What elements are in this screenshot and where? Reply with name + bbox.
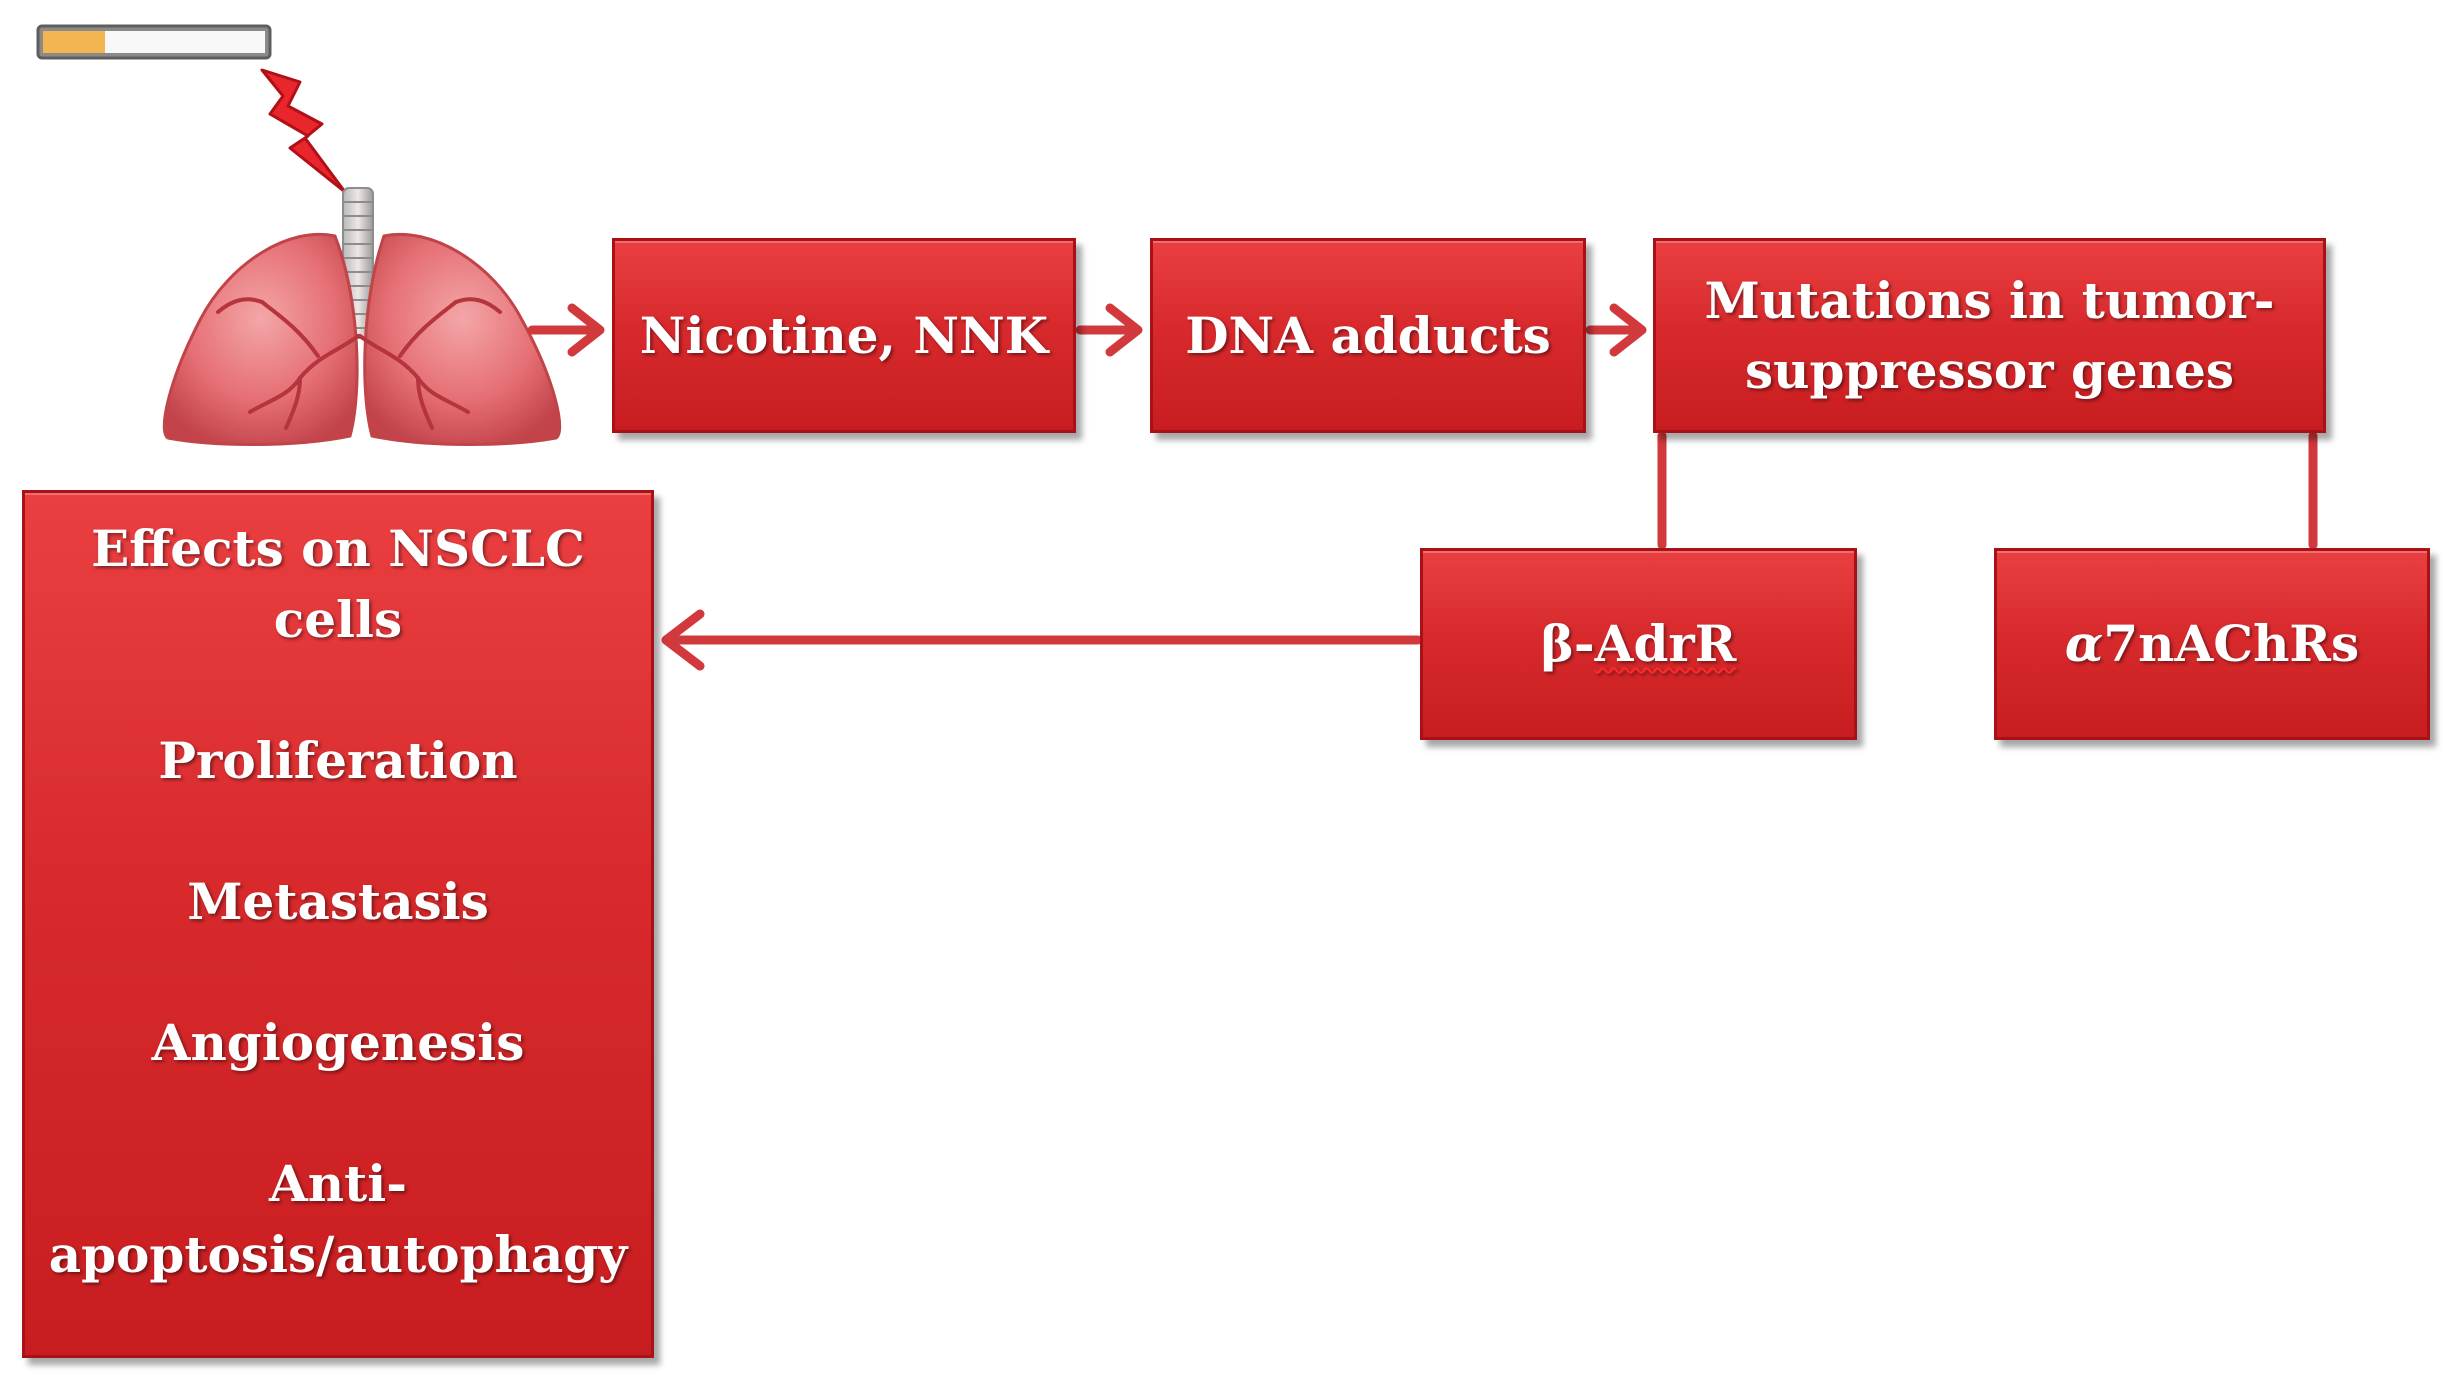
arrow-dna-to-mutations [1585,303,1647,357]
arrow-beta-adrr-to-effects [661,609,1423,671]
node-a7nachrs-prefix: α [2064,614,2104,673]
effects-title: Effects on NSCLC cells [91,513,585,655]
node-beta-adrr-suffix: AdrR [1594,614,1737,673]
node-beta-adrr-label: β-AdrR [1541,609,1737,679]
effects-title-line-1: Effects on NSCLC [91,519,585,578]
effect-item-proliferation: Proliferation [158,731,518,790]
node-mutations: Mutations in tumor- suppressor genes [1653,238,2326,433]
arrow-lungs-to-nicotine [527,303,605,357]
lightning-bolt-icon [260,68,347,194]
cigarette-icon [36,24,272,60]
node-a7nachrs-suffix: 7nAChRs [2103,614,2360,673]
node-mutations-line-1: Mutations in tumor- [1704,270,2275,330]
node-beta-adrr-prefix: β- [1540,614,1595,673]
effect-item-anti-apoptosis-line-1: Anti- [269,1154,407,1213]
effect-item-anti-apoptosis-line-2: apoptosis/autophagy [48,1225,628,1284]
node-mutations-label: Mutations in tumor- suppressor genes [1704,266,2274,406]
node-nicotine-nnk-label: Nicotine, NNK [639,305,1049,365]
node-nicotine-nnk: Nicotine, NNK [612,238,1076,433]
node-dna-adducts-label: DNA adducts [1185,305,1551,365]
lungs-icon [162,187,562,446]
effect-item-anti-apoptosis: Anti- apoptosis/autophagy [49,1148,628,1290]
effects-title-line-2: cells [273,590,403,649]
node-effects-on-nsclc: Effects on NSCLC cells Proliferation Met… [22,490,654,1358]
effect-item-angiogenesis: Angiogenesis [151,1013,525,1072]
arrows [527,303,2318,671]
node-mutations-line-2: suppressor genes [1744,340,2235,400]
effect-item-metastasis: Metastasis [187,872,489,931]
node-dna-adducts: DNA adducts [1150,238,1586,433]
arrow-nicotine-to-dna [1075,303,1143,357]
node-beta-adrr: β-AdrR [1420,548,1857,740]
